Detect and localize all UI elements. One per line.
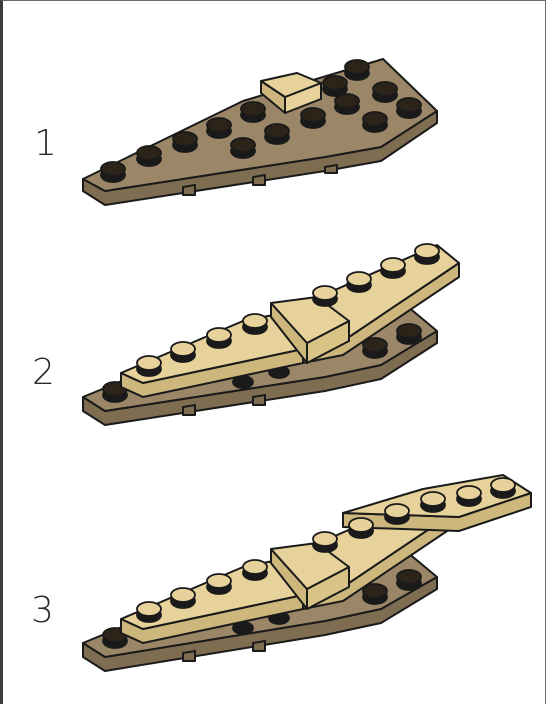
stud xyxy=(457,486,481,506)
stud xyxy=(137,602,161,622)
stud xyxy=(207,574,231,594)
stud xyxy=(491,478,515,498)
stud xyxy=(313,532,337,552)
stud xyxy=(397,570,421,590)
stud xyxy=(385,504,409,524)
stud xyxy=(243,560,267,580)
stud xyxy=(171,588,195,608)
stud xyxy=(363,584,387,604)
step-3-illustration xyxy=(3,1,546,705)
stud xyxy=(421,492,445,512)
stud xyxy=(349,518,373,538)
